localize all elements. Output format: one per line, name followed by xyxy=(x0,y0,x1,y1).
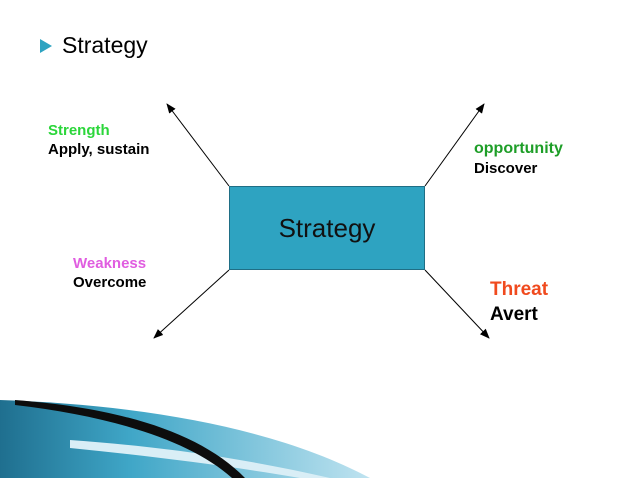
swoosh-dark-stroke xyxy=(15,400,245,478)
swoosh-light xyxy=(70,440,330,478)
opportunity-heading: opportunity xyxy=(474,140,563,157)
strategy-box-label: Strategy xyxy=(278,213,376,243)
strategy-box: Strategy xyxy=(229,186,425,270)
threat-action: Avert xyxy=(490,304,538,325)
weakness-action: Overcome xyxy=(73,274,147,291)
arrow-opportunity xyxy=(424,103,485,187)
weakness-heading: Weakness xyxy=(73,255,147,272)
bottom-swoosh-decoration xyxy=(0,400,370,478)
strength-heading: Strength xyxy=(48,122,110,139)
strength-action: Apply, sustain xyxy=(48,141,150,158)
arrow-strength xyxy=(166,103,230,187)
arrow-weakness xyxy=(153,269,230,339)
bullet-title: Strategy xyxy=(62,32,148,58)
opportunity-action: Discover xyxy=(474,160,538,177)
threat-heading: Threat xyxy=(490,279,549,300)
arrow-threat xyxy=(424,269,490,339)
triangle-bullet-icon xyxy=(40,38,52,53)
bullet-title-row: Strategy xyxy=(40,32,148,59)
